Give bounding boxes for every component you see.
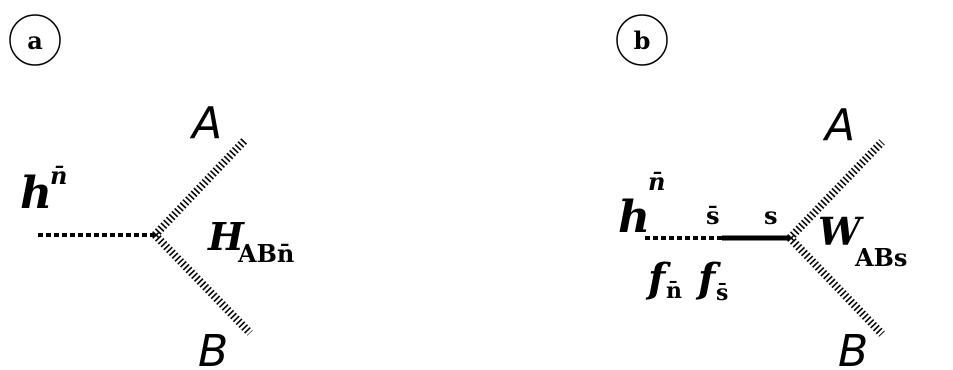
panel-b-incoming-label: h: [618, 192, 650, 243]
panel-a-badge-circle: [9, 14, 61, 66]
panel-a-line-to-B: [152, 232, 253, 336]
panel-b: b h n̄ s̄ s A B W ABs f n̄ f s̄: [616, 14, 907, 370]
panel-b-out-top-label: A: [822, 100, 855, 151]
panel-a: a h n̄ A B H ABn̄: [9, 14, 294, 370]
panel-a-vertex-label: H: [207, 214, 245, 259]
panel-b-incoming-superscript: n̄: [648, 167, 665, 196]
panel-b-badge-label: b: [634, 26, 651, 55]
panel-a-incoming-superscript: n̄: [50, 161, 67, 190]
panel-a-out-bottom-label: B: [198, 326, 228, 370]
panel-a-vertex-subscript: ABn̄: [237, 239, 294, 268]
panel-a-line-to-A: [152, 137, 248, 238]
panel-b-factor1-subscript: n̄: [666, 278, 682, 304]
panel-a-incoming-label: h: [20, 168, 52, 219]
panel-b-factor2-subscript: s̄: [716, 280, 728, 306]
panel-b-vertex-label: W: [818, 209, 864, 254]
panel-b-propagator-left-label: s̄: [706, 201, 720, 230]
panel-b-propagator-right-label: s: [764, 201, 778, 230]
panel-b-badge-circle: [616, 14, 668, 66]
panel-b-vertex-subscript: ABs: [854, 243, 907, 272]
panel-a-badge-label: a: [27, 26, 43, 55]
panel-a-out-top-label: A: [189, 98, 222, 149]
panel-b-out-bottom-label: B: [838, 326, 868, 370]
